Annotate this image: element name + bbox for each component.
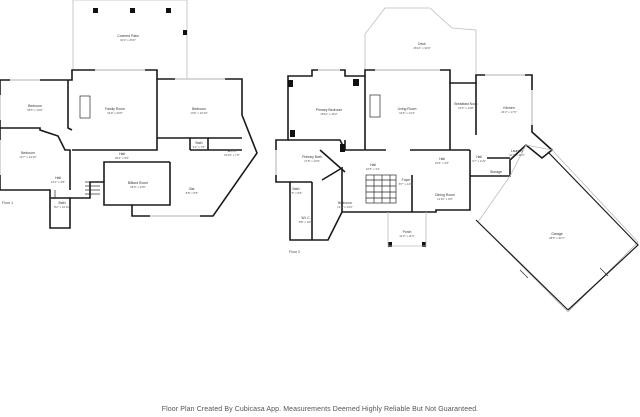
- room-name-deck: Deck: [418, 42, 426, 46]
- floor-1-interior-walls: [0, 79, 242, 206]
- room-dims-family-room: 19'9" x 20'6": [107, 111, 123, 115]
- room-name-covered-patio: Covered Patio: [117, 34, 139, 38]
- room-name-bedroom-d: Bedroom: [338, 201, 352, 205]
- room-dims-hall-e: 4'7" x 11'9": [472, 159, 486, 163]
- room-dims-primary-bedroom: 18'10" x 16'2": [320, 112, 337, 116]
- room-name-family-room: Family Room: [105, 107, 125, 111]
- floor-1-exterior-walls: [0, 69, 258, 229]
- room-dims-breakfast: 10'6" x 13'8": [458, 106, 474, 110]
- room-dims-bedroom-d: 11'2" x 13'6": [337, 205, 353, 209]
- windows-floor-1: [0, 69, 225, 217]
- room-name-hall-b: Hall: [55, 176, 61, 180]
- room-name-wic-a: W.I.C.: [227, 149, 236, 153]
- garage-outline: [477, 144, 639, 313]
- room-name-hall-c: Hall: [370, 163, 376, 167]
- room-dims-primary-bath: 17'8" x 10'9": [304, 159, 320, 163]
- room-dims-wic-a: 10'10" x 7'6": [224, 153, 240, 157]
- room-dims-hall-c: 10'5" x 3'1": [366, 167, 380, 171]
- room-name-kitchen: Kitchen: [503, 106, 514, 110]
- room-dims-dining: 11'10" x 9'9": [437, 197, 453, 201]
- room-dims-bath-b: 8'2" x 10'10": [54, 205, 70, 209]
- floor-1-label: Floor 1: [2, 201, 13, 205]
- floor-1-plan: [0, 0, 258, 229]
- room-name-dining: Dining Room: [435, 193, 455, 197]
- room-name-garage: Garage: [551, 232, 562, 236]
- room-dims-bath-a: 9'2" x 7'5": [193, 145, 206, 149]
- room-name-hall-d: Hall: [439, 157, 445, 161]
- room-name-foyer: Foyer: [402, 178, 412, 182]
- room-name-bath-c: Bath: [293, 187, 300, 191]
- room-name-billiard: Billiard Room: [128, 181, 148, 185]
- floor-1-stairs: [85, 181, 100, 195]
- room-dims-hall-d: 10'6" x 3'5": [435, 161, 449, 165]
- room-name-wic-b: W.I.C.: [301, 216, 310, 220]
- room-dims-bedroom-c: 12'7" x 13'10": [19, 155, 36, 159]
- room-name-porch: Porch: [403, 230, 412, 234]
- room-dims-storage: 6'4" x 4'5": [490, 174, 503, 178]
- room-dims-bath-c: 4'5" x 5'6": [290, 191, 303, 195]
- room-dims-deck: 36'10" x 34'9": [413, 46, 430, 50]
- room-name-bedroom-c: Bedroom: [21, 151, 35, 155]
- garage-walls: [475, 151, 639, 311]
- room-name-hall-a: Hall: [119, 152, 125, 156]
- windows-floor-2: [275, 69, 533, 175]
- room-dims-covered-patio: 31'4" x 25'0": [120, 38, 136, 42]
- room-name-storage: Storage: [490, 170, 502, 174]
- room-dims-wic-b: 8'8" x 10'6": [299, 220, 313, 224]
- floor-2-stairs: [365, 174, 397, 204]
- room-name-living-room: Living Room: [398, 107, 417, 111]
- room-dims-porch: 11'3" x 11'0": [399, 234, 414, 238]
- fireplace: [79, 95, 91, 119]
- room-name-bar: Bar: [189, 187, 195, 191]
- room-dims-bedroom-a: 18'5" x 16'0": [27, 108, 43, 112]
- garage-door-line: [519, 269, 529, 279]
- porch-outline: [387, 212, 427, 247]
- room-name-bedroom-b: Bedroom: [192, 107, 206, 111]
- room-dims-bedroom-b: 13'6" x 16'10": [190, 111, 207, 115]
- room-dims-foyer: 8'7" x 14'8": [399, 182, 413, 186]
- room-name-bedroom-a: Bedroom: [28, 104, 42, 108]
- fireplace-floor-2: [369, 94, 381, 118]
- covered-patio-outline: [72, 0, 188, 78]
- room-dims-garage: 28'5" x 32'7": [549, 236, 565, 240]
- floor-2-plan: [275, 7, 639, 313]
- room-name-hall-e: Hall: [476, 155, 482, 159]
- footer-disclaimer: Floor Plan Created By Cubicasa App. Meas…: [161, 406, 479, 413]
- room-dims-hall-a: 36'3" x 5'0": [115, 156, 129, 160]
- room-name-breakfast: Breakfast Nook: [454, 102, 477, 106]
- room-dims-billiard: 18'9" x 13'5": [130, 185, 146, 189]
- floor-2-label: Floor 2: [289, 250, 300, 254]
- patio-posts: [93, 8, 187, 35]
- room-name-bath-a: Bath: [196, 141, 203, 145]
- deck-outline: [364, 7, 477, 78]
- room-name-bath-b: Bath: [59, 201, 66, 205]
- floor-2-posts: [288, 79, 426, 247]
- room-dims-laundry: 10'3" x 10'3": [509, 153, 525, 157]
- room-dims-living-room: 19'6" x 14'3": [399, 111, 415, 115]
- room-dims-hall-b: 14'1" x 3'8": [51, 180, 65, 184]
- room-name-laundry: Laundry: [511, 149, 524, 153]
- room-name-primary-bedroom: Primary Bedroom: [316, 108, 343, 112]
- room-name-primary-bath: Primary Bath: [302, 155, 322, 159]
- room-dims-kitchen: 23'2" x 17'0": [501, 110, 517, 114]
- room-dims-bar: 8'8" x 5'5": [186, 191, 199, 195]
